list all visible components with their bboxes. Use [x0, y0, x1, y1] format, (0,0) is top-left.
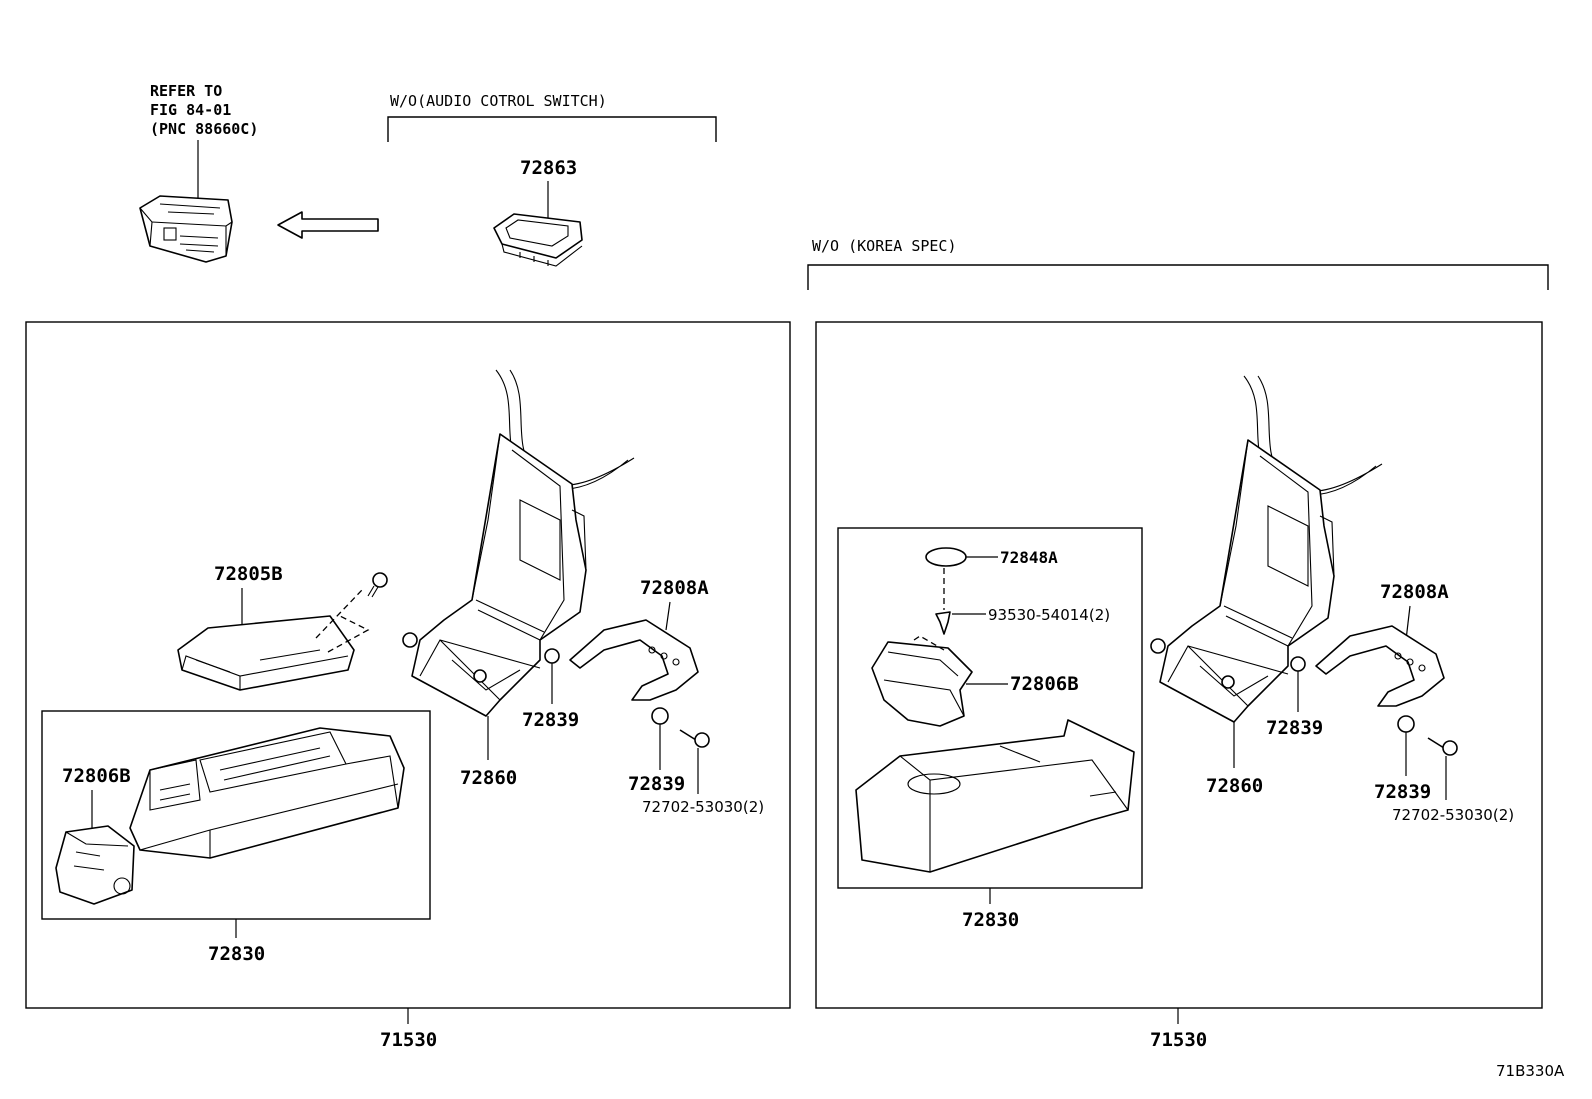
right-box-72830 — [855, 719, 1135, 873]
refer-note-line-2: FIG 84-01 — [150, 101, 231, 119]
label-left-72805b: 72805B — [214, 563, 283, 585]
left-bracket-72860 — [402, 369, 635, 717]
label-right-72830: 72830 — [962, 909, 1019, 931]
right-holder-72806b — [871, 635, 1008, 727]
left-hinge-72808a: 72808A — [569, 577, 709, 701]
left-cushion-b — [651, 707, 669, 770]
label-72863: 72863 — [520, 157, 577, 179]
label-right-72806b: 72806B — [1010, 673, 1079, 695]
label-right-72839-a: 72839 — [1266, 717, 1323, 739]
refer-note: REFER TO FIG 84-01 (PNC 88660C) — [150, 82, 258, 138]
label-left-72839-b: 72839 — [628, 773, 685, 795]
label-right-71530: 71530 — [1150, 1029, 1207, 1051]
label-left-72860: 72860 — [460, 767, 517, 789]
label-right-72808a: 72808A — [1380, 581, 1449, 603]
label-left-71530: 71530 — [380, 1029, 437, 1051]
label-left-72808a: 72808A — [640, 577, 709, 599]
left-bolt — [679, 729, 710, 794]
label-left-72806b: 72806B — [62, 765, 131, 787]
part-72863: 72863 — [493, 157, 583, 267]
right-panel: 72848A 93530-54014(2) 72806B 72830 — [815, 321, 1543, 1051]
label-right-screw: 93530-54014(2) — [988, 606, 1110, 624]
left-panel: 72805B 72806B — [25, 321, 791, 1051]
left-box-72830 — [129, 727, 405, 859]
right-bolt — [1427, 737, 1458, 800]
left-pocket-72806b: 72806B — [55, 765, 135, 905]
refer-note-line-3: (PNC 88660C) — [150, 120, 258, 138]
right-cap-72848a — [925, 547, 998, 610]
label-right-bolt: 72702-53030(2) — [1392, 806, 1514, 824]
label-left-72830: 72830 — [208, 943, 265, 965]
label-left-bolt: 72702-53030(2) — [642, 798, 764, 816]
right-hinge-72808a: 72808A — [1315, 581, 1449, 707]
right-screw — [935, 611, 986, 635]
left-lid-72805b: 72805B — [177, 563, 388, 691]
label-right-72848a: 72848A — [1000, 548, 1058, 567]
audio-note-bracket: W/O(AUDIO COTROL SWITCH) — [387, 92, 717, 142]
label-left-72839-a: 72839 — [522, 709, 579, 731]
replacement-arrow — [277, 211, 379, 239]
right-cushion-a — [1290, 656, 1306, 712]
audio-note: W/O(AUDIO COTROL SWITCH) — [390, 92, 607, 110]
right-cushion-b — [1397, 715, 1415, 776]
audio-switch-module-drawing — [139, 140, 233, 263]
right-assembly-frame — [815, 321, 1543, 1009]
figure-code: 71B330A — [1496, 1062, 1565, 1080]
left-cushion-a — [544, 648, 560, 704]
korea-note: W/O (KOREA SPEC) — [812, 237, 957, 255]
refer-note-line-1: REFER TO — [150, 82, 222, 100]
right-bracket-72860 — [1150, 375, 1383, 723]
korea-note-bracket: W/O (KOREA SPEC) — [807, 237, 1549, 290]
label-right-72839-b: 72839 — [1374, 781, 1431, 803]
label-right-72860: 72860 — [1206, 775, 1263, 797]
